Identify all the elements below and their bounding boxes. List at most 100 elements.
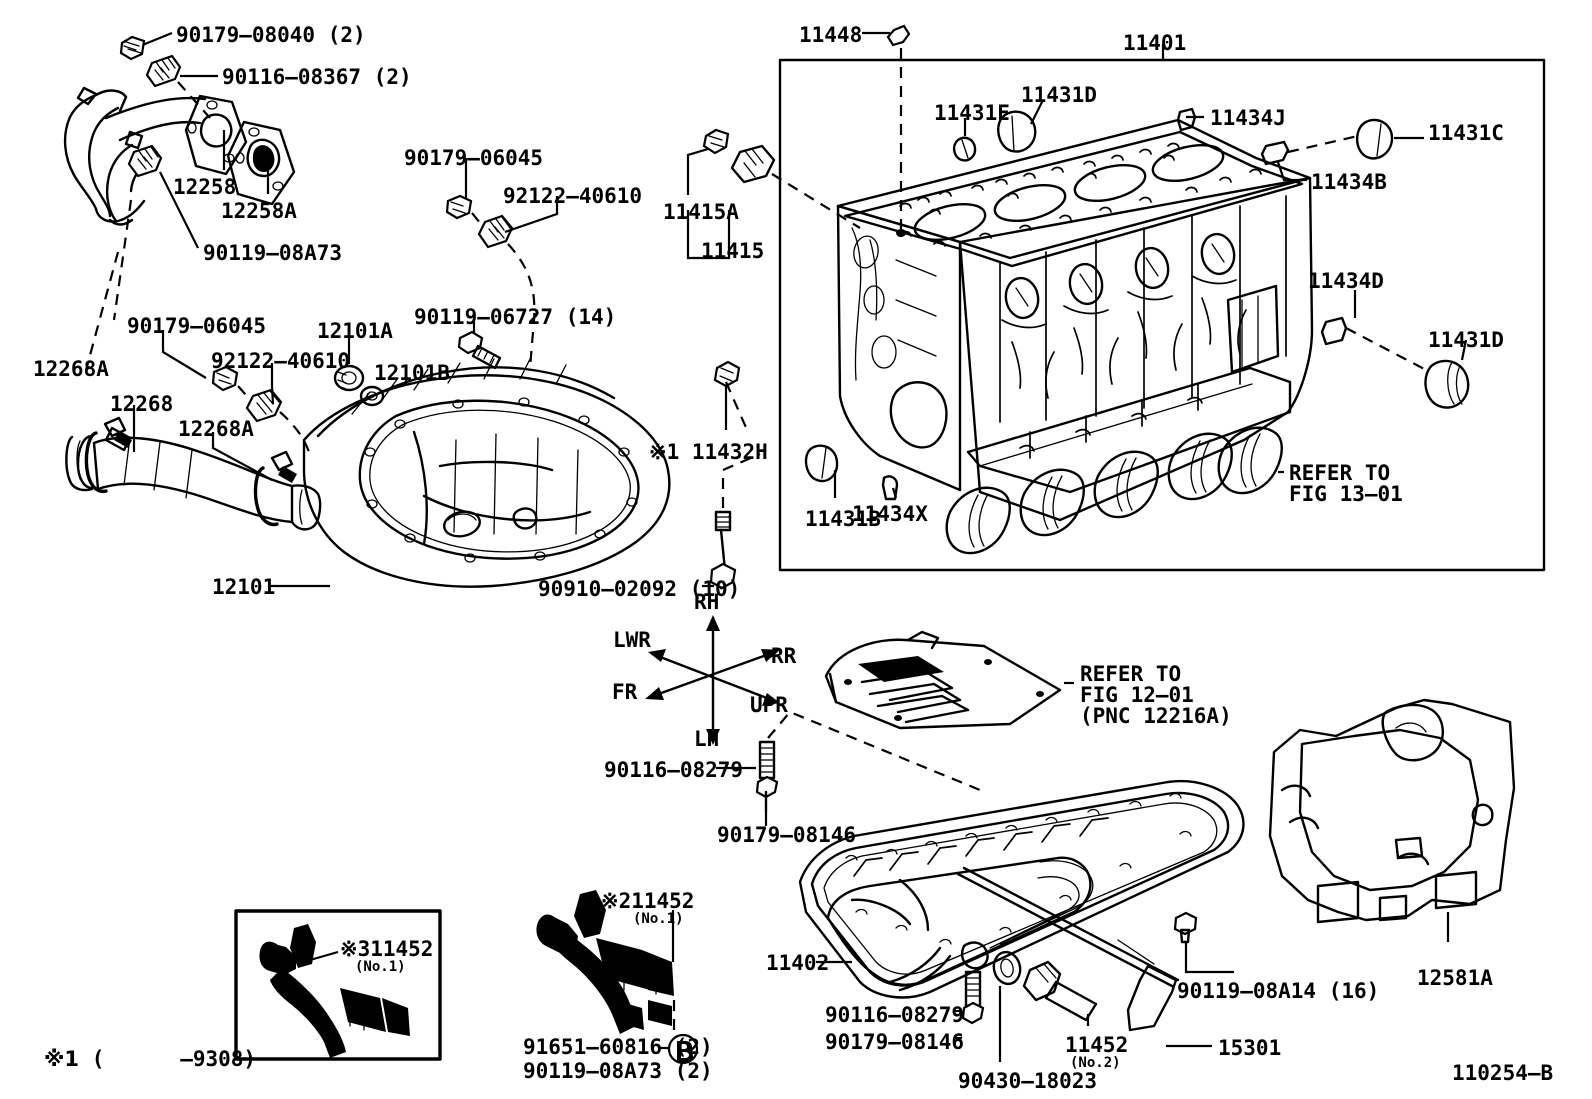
- part-label-l18: 11448: [799, 23, 863, 47]
- part-label-l48: 90430–18023: [958, 1069, 1098, 1093]
- compass-label-lh: LH: [694, 727, 720, 751]
- part-symbol-B: [667, 1033, 699, 1065]
- part-label-l27: 11434D: [1308, 269, 1384, 293]
- part-label-l53: 12581A: [1417, 966, 1493, 990]
- part-pin-11434X: [881, 475, 899, 501]
- part-label-l14: 12268: [110, 392, 174, 416]
- part-dipstick-15301: [956, 866, 1180, 1032]
- part-housing-12101: [302, 358, 671, 588]
- compass-label-rr: RR: [771, 644, 797, 668]
- part-label-l41: 91651–60816 (2): [523, 1035, 713, 1059]
- part-label-l44: (No.1): [355, 959, 406, 975]
- part-label-l39: ※211452: [601, 889, 695, 913]
- part-label-l20: 11431E: [934, 101, 1010, 125]
- part-label-l11: 12101A: [317, 319, 393, 343]
- part-label-l19: 11401: [1123, 31, 1187, 55]
- part-label-l28: 11431D: [1428, 328, 1504, 352]
- part-label-l46: 90116–08279: [825, 1003, 965, 1027]
- part-label-l08: 90119–06727 (14): [414, 305, 617, 329]
- part-gasket-12258A: [226, 120, 296, 206]
- part-nut-90179-08040: [119, 35, 146, 61]
- part-seal-12101B: [359, 385, 385, 407]
- part-label-l45: 11402: [766, 951, 830, 975]
- part-drain-plug-11452-no2: [1022, 960, 1098, 1022]
- part-label-l05: 90119–08A73: [203, 241, 343, 265]
- part-label-l29: ※1 11432H: [649, 440, 768, 464]
- part-label-l43: ※311452: [340, 937, 434, 961]
- part-label-l32: REFER TO: [1289, 461, 1391, 485]
- part-plug-11448: [886, 24, 911, 47]
- part-label-l37: 90116–08279: [604, 758, 744, 782]
- part-label-l34: REFER TO: [1080, 662, 1182, 686]
- compass-label-lwr: LWR: [613, 628, 651, 652]
- part-label-l38: 90179–08146: [717, 823, 857, 847]
- part-bolt-90119-08A73: [127, 144, 163, 178]
- part-label-l01: 90179–08040 (2): [176, 23, 366, 47]
- block-frame-11401: [778, 58, 1546, 572]
- part-bushing-11431D-right: [1424, 359, 1470, 409]
- part-label-l04: 12258A: [221, 199, 297, 223]
- part-washer-90179-06045-left: [211, 365, 239, 392]
- compass-label-upr: UPR: [750, 693, 788, 717]
- part-oil-pan-11402: [798, 780, 1245, 999]
- part-washer-90179-06045-top: [445, 194, 473, 220]
- part-label-l03: 12258: [173, 175, 237, 199]
- part-plug-11432H: [713, 360, 741, 388]
- part-label-l21: 11431D: [1021, 83, 1097, 107]
- part-label-l06: 90179–06045: [404, 146, 544, 170]
- part-label-l22: 11434J: [1210, 106, 1286, 130]
- part-stud-92122-40610-top: [477, 214, 514, 249]
- part-fitting-11415: [730, 144, 776, 184]
- part-baffle-12216A: [824, 630, 1062, 730]
- inset-box-11452-no1: [234, 909, 442, 1061]
- part-plug-11431B: [804, 444, 839, 483]
- part-label-l13: 12268A: [33, 357, 109, 381]
- part-label-l49: 11452: [1065, 1033, 1129, 1057]
- part-label-l17: 90910–02092 (10): [538, 577, 741, 601]
- part-pipe-12258: [63, 86, 207, 226]
- compass-label-rh: RH: [694, 590, 720, 614]
- legend-block: ※1 ( –9308) ※2 GEN ※3 W. ARL: [44, 978, 256, 1099]
- part-label-l31: 11431B: [805, 507, 881, 531]
- part-label-l42: 90119–08A73 (2): [523, 1059, 713, 1083]
- part-label-l30: 11434X: [852, 502, 928, 526]
- part-stud-90116-08367: [145, 54, 182, 88]
- part-plug-11431C: [1355, 118, 1394, 160]
- legend-text-1: ( –9308): [91, 1047, 257, 1072]
- compass-label-fr: FR: [612, 680, 638, 704]
- part-label-l25: 11415A: [663, 200, 739, 224]
- part-label-l33: FIG 13–01: [1289, 482, 1403, 506]
- part-bolt-90119-08A14: [1173, 911, 1198, 944]
- part-label-l07: 92122–40610: [503, 184, 643, 208]
- part-bolt-90116-08279-center: [755, 740, 779, 814]
- part-pin-11434B: [1260, 140, 1290, 166]
- part-label-l10: 92122–40610: [211, 349, 351, 373]
- part-gasket-90430-18023: [992, 950, 1022, 986]
- part-bracket-12581A: [1268, 698, 1516, 924]
- part-cylinder-block-11401: [836, 118, 1314, 522]
- orientation-compass: [645, 615, 780, 745]
- part-plug-11431E: [952, 136, 977, 162]
- part-label-l47: 90179–08146: [825, 1030, 965, 1054]
- part-label-l35: FIG 12–01: [1080, 683, 1194, 707]
- part-label-l23: 11431C: [1428, 121, 1504, 145]
- part-label-l52: 15301: [1218, 1036, 1282, 1060]
- part-label-l40: (No.1): [633, 911, 684, 927]
- part-label-l24: 11434B: [1311, 170, 1387, 194]
- part-label-l26: 11415: [701, 239, 765, 263]
- part-label-l54: 110254–B: [1452, 1061, 1554, 1085]
- part-label-l12: 12101B: [374, 361, 450, 385]
- part-label-l51: 90119–08A14 (16): [1177, 979, 1380, 1003]
- part-plug-11431D-top: [997, 110, 1037, 153]
- part-bolt-90910-02092: [709, 510, 737, 590]
- part-bolt-90116-08279-pan: [961, 970, 985, 1025]
- part-nut-11415A: [702, 128, 730, 155]
- part-label-l02: 90116–08367 (2): [222, 65, 412, 89]
- part-label-l50: (No.2): [1070, 1055, 1121, 1071]
- part-bearing-shells: [945, 426, 1283, 555]
- part-bracket-11452-no1-gen: [536, 890, 674, 1034]
- part-label-l16: 12101: [212, 575, 276, 599]
- part-bolt-90119-06727: [457, 330, 502, 370]
